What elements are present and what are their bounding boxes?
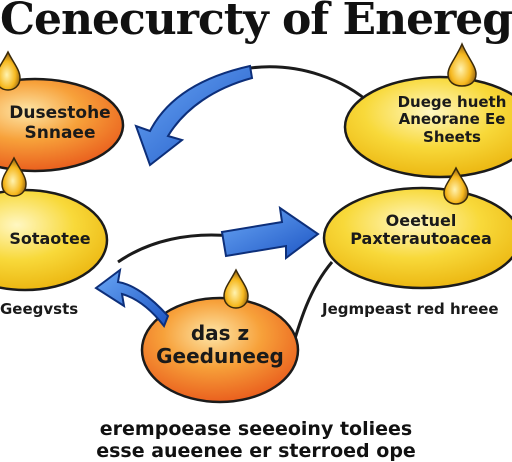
node-label-line: Dusestohe — [9, 103, 111, 123]
note-right: Jegmpeast red hreee — [322, 300, 499, 318]
flame-icon-mid-left — [1, 156, 27, 197]
note-left: Geegvsts — [0, 300, 79, 318]
connector-curve-mid-left — [117, 233, 233, 264]
node-label-line: Sotaotee — [9, 229, 91, 248]
diagram-title: Cenecurcty of Eneregis — [0, 0, 512, 45]
node-label-line: Oeetuel — [385, 211, 457, 230]
node-label-line: Geeduneeg — [156, 344, 284, 368]
connector-curve-top — [249, 65, 374, 107]
node-label-line: Aneorane Ee — [398, 110, 506, 129]
footer-line-2: esse aueenee er sterroed ope — [96, 440, 416, 462]
node-bottom-label: das z Geeduneeg — [150, 322, 290, 368]
flame-icon-top-left — [0, 50, 21, 91]
node-top-left-label: Dusestohe Snnaee — [0, 103, 120, 143]
flame-icon-top-right — [447, 42, 477, 87]
node-top-left — [0, 77, 125, 173]
node-top-right — [343, 75, 512, 179]
arrow-icon-middle — [220, 205, 320, 260]
arrow-icon-left — [94, 267, 170, 328]
node-label-line: Sheets — [423, 127, 481, 146]
node-label-line: Paxterautoacea — [350, 229, 492, 249]
node-label-line: Duege hueth — [397, 93, 507, 111]
node-mid-right — [322, 186, 512, 290]
flame-icon-bottom — [223, 268, 249, 309]
arrow-icon-top — [134, 64, 254, 167]
node-top-right-label: Duege hueth Aneorane Ee Sheets — [392, 93, 512, 146]
node-mid-right-label: Oeetuel Paxterautoacea — [336, 211, 506, 249]
flame-icon-mid-right — [443, 166, 469, 205]
node-label-line: Snnaee — [24, 122, 96, 143]
node-mid-left-label: Sotaotee — [0, 229, 100, 248]
footer-line-1: erempoease seeeoiny toliees — [99, 418, 413, 440]
node-bottom — [140, 296, 300, 404]
node-label-line: das z — [190, 321, 250, 345]
